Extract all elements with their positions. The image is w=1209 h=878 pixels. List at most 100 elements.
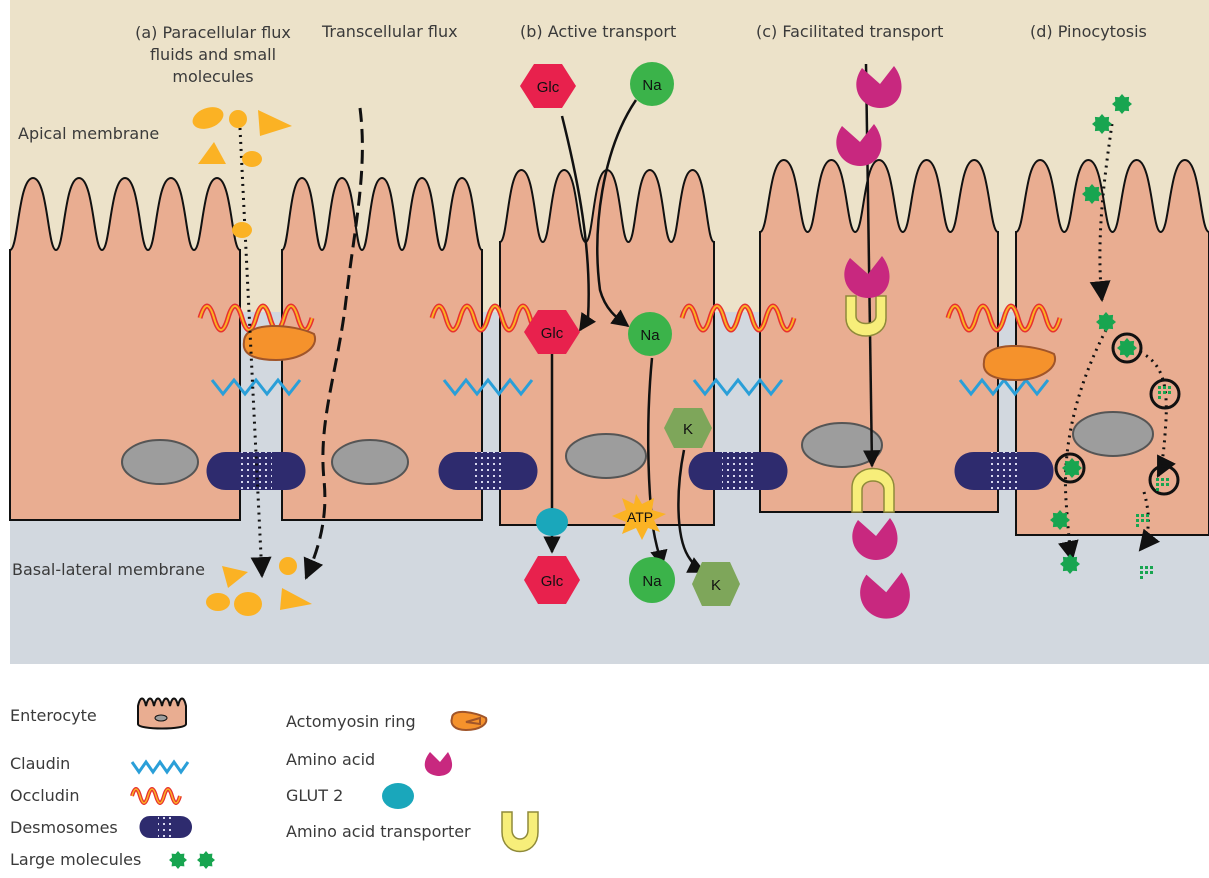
legend-large-molecules-label: Large molecules — [10, 850, 141, 869]
amino-acid-transporter-icon — [502, 812, 538, 852]
nucleus — [1073, 412, 1153, 456]
small-molecule — [229, 110, 247, 128]
potassium-ion: K — [692, 562, 740, 606]
large-molecule — [1117, 338, 1137, 358]
large-molecule-fragment — [1141, 519, 1144, 522]
glc-label: Glc — [541, 325, 564, 342]
desmosome-filaments — [472, 452, 504, 490]
basal-lateral-membrane-label: Basal-lateral membrane — [12, 560, 205, 579]
large-molecule-fragment — [1140, 566, 1143, 569]
k-label: K — [683, 421, 693, 438]
desmosome-icon — [140, 816, 193, 838]
legend-occludin-label: Occludin — [10, 786, 80, 805]
glc-label: Glc — [537, 79, 560, 96]
potassium-ion: K — [664, 408, 712, 448]
large-molecule-fragment — [1150, 571, 1153, 574]
desmosome-filaments — [722, 452, 754, 490]
large-molecule-fragment — [1156, 478, 1159, 481]
large-molecule-fragment — [1156, 488, 1159, 491]
large-molecule — [1050, 510, 1070, 530]
desmosome-filaments — [988, 452, 1020, 490]
large-molecule — [1082, 184, 1102, 204]
large-molecule-fragment — [1140, 576, 1143, 579]
large-molecule — [1112, 94, 1132, 114]
small-molecule — [232, 222, 252, 238]
legend-amino-acid-label: Amino acid — [286, 750, 375, 769]
small-molecule — [279, 557, 297, 575]
large-molecule-fragment — [1158, 391, 1161, 394]
legend-amino-acid-transporter-label: Amino acid transporter — [286, 822, 471, 841]
large-molecule-fragment — [1166, 478, 1169, 481]
amino-acid-icon — [425, 752, 452, 776]
desmosome — [502, 452, 538, 490]
large-molecule-fragment — [1166, 483, 1169, 486]
large-molecule-fragment — [1141, 514, 1144, 517]
small-molecule — [242, 151, 262, 167]
large-molecule-fragment — [1146, 519, 1149, 522]
legend-claudin-label: Claudin — [10, 754, 70, 773]
large-molecule-fragment — [1136, 519, 1139, 522]
active-transport-heading: (b) Active transport — [520, 22, 676, 41]
large-molecule-fragment — [1163, 386, 1166, 389]
nucleus — [802, 423, 882, 467]
paracellular-subtitle-2: molecules — [118, 66, 308, 88]
occludin-icon — [132, 789, 180, 803]
large-molecule — [1060, 554, 1080, 574]
large-molecule-icon — [169, 851, 215, 869]
large-molecule-fragment — [1150, 566, 1153, 569]
glc-label: Glc — [541, 573, 564, 590]
large-molecule — [1096, 312, 1116, 332]
na-label: Na — [642, 573, 662, 590]
desmosome — [689, 452, 725, 490]
claudin-icon — [132, 762, 188, 772]
glut2-transporter — [536, 508, 568, 536]
nucleus — [122, 440, 198, 484]
large-molecule-fragment — [1163, 391, 1166, 394]
apical-membrane-label: Apical membrane — [18, 124, 159, 143]
large-molecule-fragment — [1156, 483, 1159, 486]
legend-desmosomes-label: Desmosomes — [10, 818, 118, 837]
sodium-ion: Na — [630, 62, 674, 106]
large-molecule-fragment — [1168, 391, 1171, 394]
legend-glut2-label: GLUT 2 — [286, 786, 343, 805]
large-molecule-fragment — [1158, 386, 1161, 389]
large-molecule-fragment — [1161, 483, 1164, 486]
large-molecule-fragment — [1136, 524, 1139, 527]
large-molecule-fragment — [1136, 514, 1139, 517]
large-molecule-fragment — [1158, 396, 1161, 399]
facilitated-transport-heading: (c) Facilitated transport — [756, 22, 943, 41]
desmosome — [1018, 452, 1054, 490]
pinocytosis-heading: (d) Pinocytosis — [1030, 22, 1147, 41]
desmosome — [439, 452, 475, 490]
nucleus — [332, 440, 408, 484]
large-molecule-fragment — [1140, 571, 1143, 574]
transcellular-heading: Transcellular flux — [322, 22, 458, 41]
large-molecule-fragment — [1168, 386, 1171, 389]
k-label: K — [711, 577, 721, 594]
sodium-ion: Na — [629, 557, 675, 603]
paracellular-title: (a) Paracellular flux — [118, 22, 308, 44]
small-molecule — [206, 593, 230, 611]
legend-enterocyte-label: Enterocyte — [10, 706, 97, 725]
na-label: Na — [642, 77, 662, 94]
desmosome — [270, 452, 306, 490]
paracellular-subtitle-1: fluids and small — [118, 44, 308, 66]
enterocyte-icon — [138, 699, 186, 729]
large-molecule-fragment — [1145, 566, 1148, 569]
paracellular-heading: (a) Paracellular flux fluids and small m… — [118, 22, 308, 88]
actomyosin-ring-icon — [452, 712, 487, 730]
na-label: Na — [640, 327, 660, 344]
nucleus — [566, 434, 646, 478]
large-molecule — [169, 851, 187, 869]
large-molecule-fragment — [1161, 478, 1164, 481]
sodium-ion: Na — [628, 312, 672, 356]
legend-actomyosin-label: Actomyosin ring — [286, 712, 416, 731]
large-molecule-fragment — [1146, 514, 1149, 517]
large-molecule — [1092, 114, 1112, 134]
large-molecule-fragment — [1145, 571, 1148, 574]
large-molecule — [1062, 458, 1082, 478]
desmosome — [752, 452, 788, 490]
desmosome — [207, 452, 243, 490]
small-molecule — [234, 592, 262, 616]
